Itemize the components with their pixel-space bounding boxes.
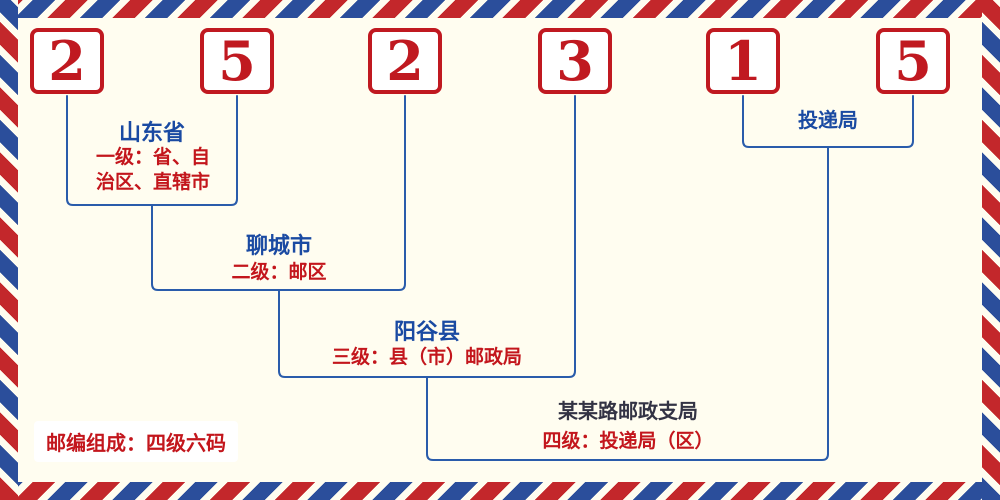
delivery-office-label: 投递局 [798, 108, 858, 132]
level4-desc-label: 四级：投递局（区） [542, 430, 714, 452]
postal-digit-2: 5 [218, 29, 256, 93]
postal-digit-3: 2 [386, 29, 424, 93]
postal-digit-box-5: 1 [706, 28, 780, 94]
postal-digit-box-2: 5 [200, 28, 274, 94]
postal-digit-4: 3 [556, 29, 594, 93]
postal-digit-box-6: 5 [876, 28, 950, 94]
level1-desc-label: 一级：省、自治区、直辖市 [95, 146, 210, 193]
postal-digit-1: 2 [48, 29, 86, 93]
postal-digit-box-4: 3 [538, 28, 612, 94]
postal-digit-box-1: 2 [30, 28, 104, 94]
level2-region-label: 聊城市 [245, 234, 312, 259]
footer-note: 邮编组成：四级六码 [34, 421, 238, 462]
level1-region-label: 山东省 [118, 121, 185, 146]
level3-desc-label: 三级：县（市）邮政局 [331, 346, 522, 368]
airmail-border-right [982, 0, 1000, 500]
level4-region-label: 某某路邮政支局 [558, 399, 698, 423]
postal-digit-5: 1 [724, 29, 762, 93]
postal-digit-6: 5 [894, 29, 932, 93]
airmail-border-bottom [0, 482, 1000, 500]
postal-digit-box-3: 2 [368, 28, 442, 94]
level2-desc-label: 二级：邮区 [231, 261, 327, 283]
airmail-border-top [0, 0, 1000, 18]
airmail-border-left [0, 0, 18, 500]
